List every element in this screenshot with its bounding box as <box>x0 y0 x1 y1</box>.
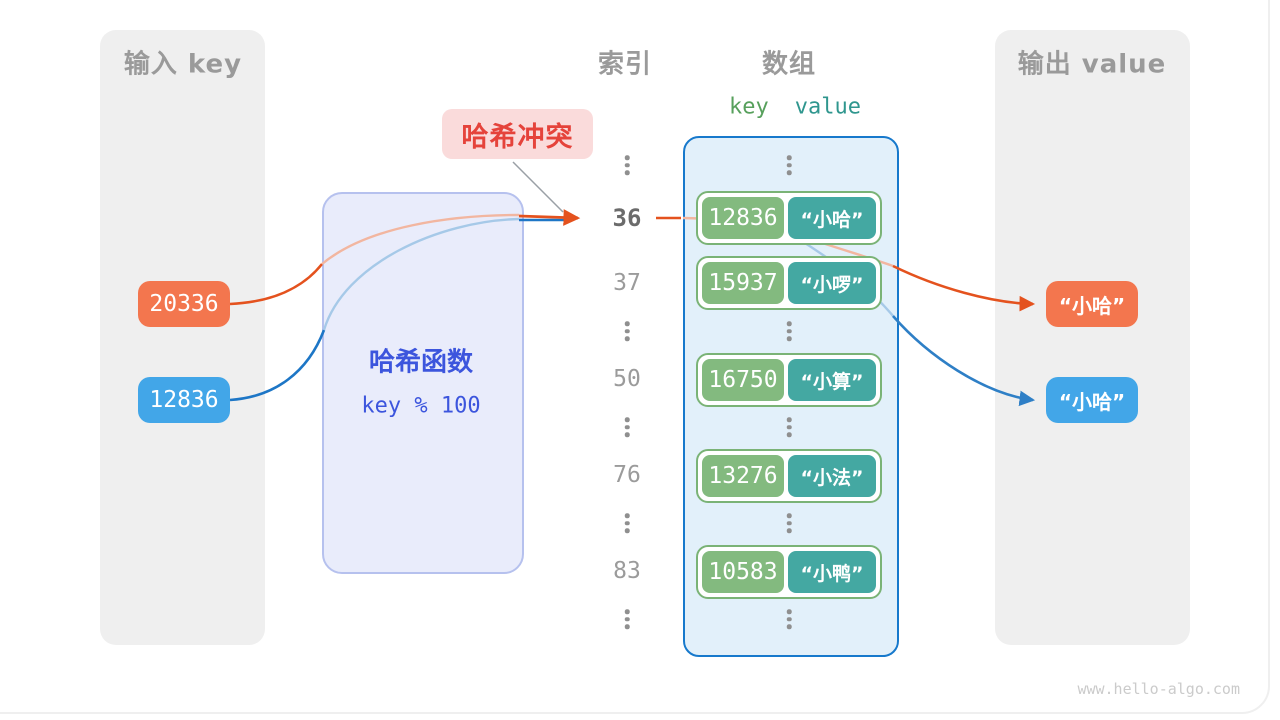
input-panel-title: 输入 key <box>123 49 243 80</box>
arrow-to-index-36 <box>518 209 581 226</box>
hash-function-box <box>322 192 524 574</box>
hash-collision-badge: 哈希冲突 <box>442 109 593 159</box>
ellipsis-dots <box>624 513 630 533</box>
pair-key: 16750 <box>702 359 784 401</box>
index-83: 83 <box>613 558 641 584</box>
ellipsis-dots <box>786 417 792 437</box>
ellipsis-dots <box>624 321 630 341</box>
input-key-12836: 12836 <box>138 377 230 423</box>
input-key-20336: 20336 <box>138 281 230 327</box>
pair-value: “小法” <box>788 455 876 497</box>
hash-function-formula: key % 100 <box>361 393 481 419</box>
output-panel <box>995 30 1190 645</box>
pair-key: 10583 <box>702 551 784 593</box>
pair-value: “小啰” <box>788 262 876 304</box>
key-header-label: key <box>729 94 769 120</box>
output-value-blue: “小哈” <box>1046 377 1138 423</box>
pair-key: 12836 <box>702 197 784 239</box>
ellipsis-dots <box>624 609 630 629</box>
pair-key: 15937 <box>702 262 784 304</box>
watermark: www.hello-algo.com <box>1077 680 1240 698</box>
ellipsis-dots <box>786 513 792 533</box>
array-title: 数组 <box>761 49 817 80</box>
ellipsis-dots <box>786 155 792 175</box>
pair-value: “小算” <box>788 359 876 401</box>
output-panel-title: 输出 value <box>1017 49 1167 80</box>
array-pair: 10583 “小鸭” <box>696 545 882 599</box>
ellipsis-dots <box>786 321 792 341</box>
array-pair: 15937 “小啰” <box>696 256 882 310</box>
array-pair: 16750 “小算” <box>696 353 882 407</box>
index-36: 36 <box>612 204 642 232</box>
index-50: 50 <box>613 366 641 392</box>
index-37: 37 <box>613 270 641 296</box>
pair-value: “小哈” <box>788 197 876 239</box>
index-column-title: 索引 <box>597 49 653 80</box>
ellipsis-dots <box>786 609 792 629</box>
hash-function-title: 哈希函数 <box>368 347 474 378</box>
output-value-orange: “小哈” <box>1046 281 1138 327</box>
ellipsis-dots <box>624 417 630 437</box>
array-kv-header: key value <box>729 95 861 120</box>
value-header-label: value <box>794 94 861 120</box>
pair-key: 13276 <box>702 455 784 497</box>
input-panel <box>100 30 265 645</box>
pair-value: “小鸭” <box>788 551 876 593</box>
ellipsis-dots <box>624 155 630 175</box>
array-pair: 12836 “小哈” <box>696 191 882 245</box>
array-pair: 13276 “小法” <box>696 449 882 503</box>
index-76: 76 <box>613 462 641 488</box>
